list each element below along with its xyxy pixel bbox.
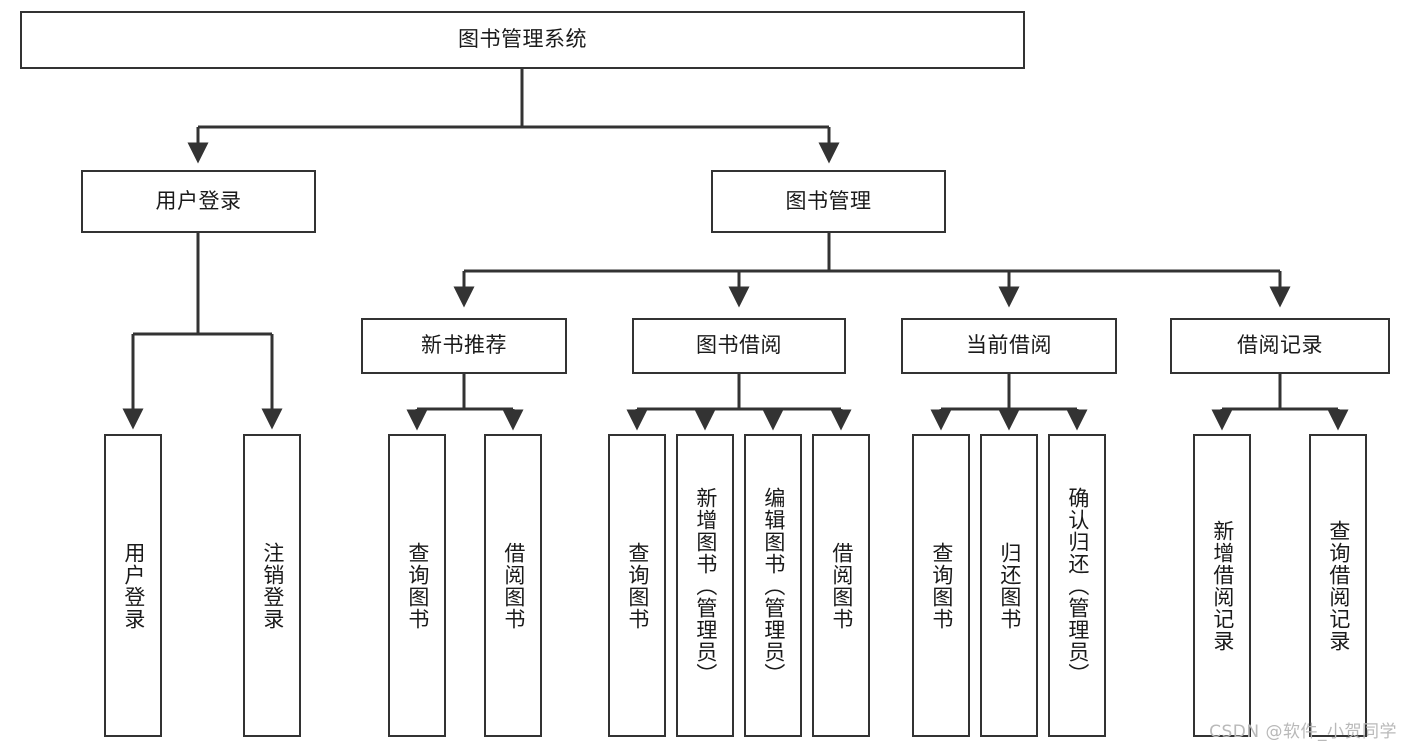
node-label: 当前借阅 <box>966 333 1052 358</box>
node-label: 借阅记录 <box>1237 333 1323 358</box>
node-label: 归还图书 <box>997 541 1022 630</box>
leaf-current-confirm-return-admin[interactable]: 确认归还（管理员） <box>1048 434 1106 737</box>
leaf-current-query-book[interactable]: 查询图书 <box>912 434 970 737</box>
node-label: 图书借阅 <box>696 333 782 358</box>
node-label: 借阅图书 <box>829 541 854 630</box>
leaf-user-login-login[interactable]: 用户登录 <box>104 434 162 737</box>
leaf-borrow-borrow-book[interactable]: 借阅图书 <box>812 434 870 737</box>
node-label: 用户登录 <box>121 541 146 630</box>
leaf-current-return-book[interactable]: 归还图书 <box>980 434 1038 737</box>
node-label: 新增借阅记录 <box>1210 519 1235 652</box>
leaf-new-book-query-book[interactable]: 查询图书 <box>388 434 446 737</box>
node-label: 查询图书 <box>625 541 650 630</box>
node-label: 新增图书（管理员） <box>693 486 718 685</box>
node-new-book-recommend[interactable]: 新书推荐 <box>361 318 567 374</box>
leaf-record-add-record[interactable]: 新增借阅记录 <box>1193 434 1251 737</box>
node-book-borrow[interactable]: 图书借阅 <box>632 318 846 374</box>
node-label: 新书推荐 <box>421 333 507 358</box>
node-user-login[interactable]: 用户登录 <box>81 170 316 233</box>
node-label: 用户登录 <box>155 188 242 213</box>
node-label: 查询图书 <box>929 541 954 630</box>
leaf-record-query-record[interactable]: 查询借阅记录 <box>1309 434 1367 737</box>
node-borrow-record[interactable]: 借阅记录 <box>1170 318 1390 374</box>
node-root-system[interactable]: 图书管理系统 <box>20 11 1025 69</box>
node-label: 确认归还（管理员） <box>1065 486 1090 685</box>
leaf-borrow-query-book[interactable]: 查询图书 <box>608 434 666 737</box>
node-label: 图书管理系统 <box>458 27 587 52</box>
node-label: 注销登录 <box>260 541 285 630</box>
node-label: 查询借阅记录 <box>1326 519 1351 652</box>
leaf-borrow-add-book-admin[interactable]: 新增图书（管理员） <box>676 434 734 737</box>
leaf-new-book-borrow-book[interactable]: 借阅图书 <box>484 434 542 737</box>
node-label: 编辑图书（管理员） <box>761 486 786 685</box>
node-current-borrow[interactable]: 当前借阅 <box>901 318 1117 374</box>
node-book-management[interactable]: 图书管理 <box>711 170 946 233</box>
node-label: 图书管理 <box>785 188 872 213</box>
node-label: 借阅图书 <box>501 541 526 630</box>
leaf-borrow-edit-book-admin[interactable]: 编辑图书（管理员） <box>744 434 802 737</box>
leaf-user-login-logout[interactable]: 注销登录 <box>243 434 301 737</box>
node-label: 查询图书 <box>405 541 430 630</box>
